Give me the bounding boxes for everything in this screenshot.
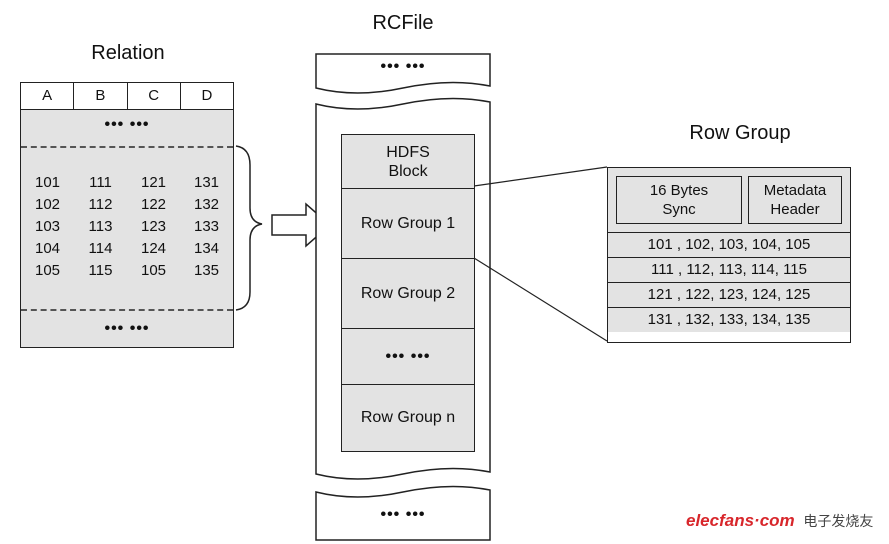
row-group-detail: 16 Bytes Sync Metadata Header 101 , 102,…	[607, 167, 851, 343]
rcfile-top-segment	[315, 53, 491, 94]
relation-header-cell: A	[21, 83, 75, 109]
rcfile-ellipsis-bottom: ••• •••	[380, 506, 426, 523]
hdfs-block-stack: HDFS Block Row Group 1 Row Group 2 ••• •…	[341, 134, 475, 452]
row-group-title: Row Group	[689, 122, 791, 144]
rcfile-ellipsis-top: ••• •••	[380, 58, 426, 75]
relation-brace	[235, 145, 263, 311]
relation-cell: 131	[193, 174, 220, 191]
row-group-ellipsis-box: ••• •••	[342, 329, 474, 385]
watermark-tld: com	[759, 511, 795, 530]
relation-cell: 112	[88, 196, 113, 213]
metadata-label-line: Metadata	[763, 182, 827, 199]
zoom-line-bottom	[473, 257, 608, 342]
relation-row: 102 112 122 132	[21, 196, 233, 218]
relation-cell: 113	[88, 218, 113, 235]
sync-label-line: 16 Bytes	[649, 182, 709, 199]
relation-cell: 101	[34, 174, 61, 191]
relation-row: 104 114 124 134	[21, 240, 233, 262]
relation-cell: 105	[140, 262, 167, 279]
relation-cell: 105	[34, 262, 61, 279]
relation-title: Relation	[91, 42, 165, 64]
row-group-n-box: Row Group n	[342, 385, 474, 451]
relation-cell: 104	[34, 240, 61, 257]
watermark-cn: 电子发烧友	[803, 513, 874, 529]
relation-header-cell: C	[128, 83, 181, 109]
row-group-2-box: Row Group 2	[342, 259, 474, 329]
metadata-header-box: Metadata Header	[748, 176, 842, 224]
relation-cell: 123	[140, 218, 167, 235]
relation-cell: 133	[193, 218, 220, 235]
zoom-line-top	[473, 166, 608, 187]
watermark-logo: elecfans·com 电子发烧友	[686, 511, 873, 531]
relation-cell: 132	[193, 196, 220, 213]
relation-cell: 135	[193, 262, 220, 279]
relation-row: 105 115 105 135	[21, 262, 233, 284]
hdfs-label-line: Block	[388, 163, 428, 180]
sync-box: 16 Bytes Sync	[616, 176, 742, 224]
relation-cell: 111	[89, 174, 112, 191]
sync-label-line: Sync	[662, 201, 696, 218]
rcfile-title: RCFile	[372, 12, 434, 34]
watermark-dot: ·	[754, 511, 760, 530]
relation-cell: 124	[140, 240, 167, 257]
hdfs-block-header: HDFS Block	[342, 135, 474, 189]
relation-header-cell: B	[74, 83, 128, 109]
relation-header-row: A B C D	[21, 83, 233, 110]
relation-cell: 121	[140, 174, 167, 191]
relation-cell: 114	[88, 240, 113, 257]
column-store-row: 101 , 102, 103, 104, 105	[608, 233, 850, 258]
row-group-header-area: 16 Bytes Sync Metadata Header	[608, 168, 850, 233]
relation-ellipsis-bottom: ••• •••	[21, 311, 233, 347]
relation-row: 101 111 121 131	[21, 174, 233, 196]
relation-cell: 102	[34, 196, 61, 213]
column-store-row: 111 , 112, 113, 114, 115	[608, 258, 850, 283]
relation-table: A B C D ••• ••• 101 111 121 131 102 112 …	[20, 82, 234, 348]
relation-cell: 122	[140, 196, 167, 213]
row-group-1-box: Row Group 1	[342, 189, 474, 259]
column-store-row: 131 , 132, 133, 134, 135	[608, 308, 850, 332]
relation-cell: 103	[34, 218, 61, 235]
metadata-label-line: Header	[770, 201, 820, 218]
relation-header-cell: D	[201, 87, 213, 104]
column-store-row: 121 , 122, 123, 124, 125	[608, 283, 850, 308]
relation-ellipsis-top: ••• •••	[21, 110, 233, 146]
relation-data-block: 101 111 121 131 102 112 122 132 103 113 …	[21, 146, 233, 311]
hdfs-label-line: HDFS	[386, 144, 430, 161]
watermark-brand: elecfans	[686, 511, 755, 530]
relation-row: 103 113 123 133	[21, 218, 233, 240]
relation-cell: 115	[88, 262, 113, 279]
relation-cell: 134	[193, 240, 220, 257]
rcfile-bottom-segment	[315, 485, 491, 541]
